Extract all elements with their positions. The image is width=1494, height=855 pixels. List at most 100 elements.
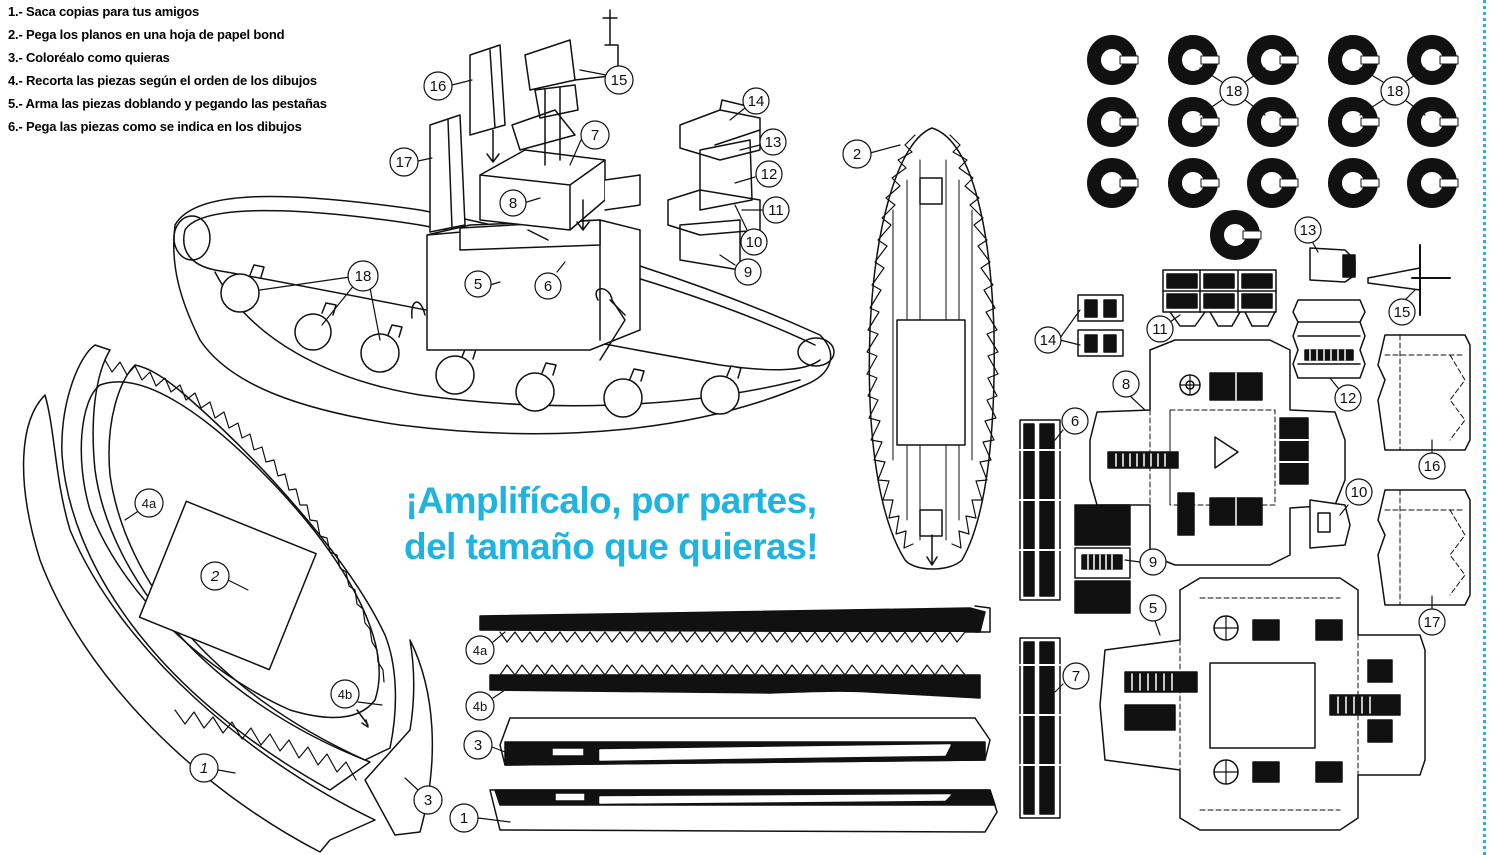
funnel-17: [429, 114, 466, 233]
instructions-list: 1.- Saca copias para tus amigos 2.- Pega…: [8, 0, 327, 138]
cabin-piece-17: [1377, 489, 1471, 606]
upper-cabin: [479, 149, 606, 231]
assembled-boat-drawing: [172, 9, 835, 435]
assembly-label-9: 9: [719, 254, 762, 286]
hull-tyre: [435, 355, 475, 395]
label-text: 7: [1072, 668, 1080, 685]
hull-deck-panel: [138, 500, 317, 671]
hull-deck-inner: [80, 381, 380, 719]
tyre-piece: [1168, 97, 1220, 147]
label-text: 4a: [142, 496, 157, 511]
label-text: 15: [611, 72, 628, 89]
assembly-label-15: 15: [579, 65, 634, 95]
strip-label-4b: 4b: [465, 689, 506, 721]
assembly-label-18: 18: [259, 260, 381, 341]
label-text: 4b: [473, 699, 487, 714]
label-text: 7: [591, 127, 599, 144]
hull-label-4a: 4a: [124, 488, 164, 521]
label-text: 12: [761, 166, 778, 183]
instruction-4: 4.- Recorta las piezas según el orden de…: [8, 73, 317, 88]
assembly-label-12: 12: [734, 160, 783, 188]
label-text: 14: [748, 93, 765, 110]
instruction-5: 5.- Arma las piezas doblando y pegando l…: [8, 96, 327, 111]
hull-tyre: [294, 313, 332, 351]
hull-tyre: [360, 333, 400, 373]
cabin-piece-7: [1019, 637, 1061, 819]
label-text: 8: [509, 195, 517, 212]
strip-4a: [479, 605, 991, 643]
label-text: 14: [1040, 332, 1057, 349]
cabin-piece-13: [1309, 247, 1356, 283]
boat-deck-line: [214, 271, 801, 407]
label-text: 8: [1122, 376, 1130, 393]
label-text: 9: [744, 264, 752, 281]
sheet-label-12: 12: [1329, 377, 1362, 412]
tyre-label-18-left: 18: [1199, 67, 1266, 116]
hull-label-3: 3: [404, 777, 443, 815]
cabin-piece-10: [1309, 499, 1351, 549]
tyre-piece: [1087, 97, 1139, 147]
hull-label-2: 2: [200, 561, 249, 591]
hull-zigzag: [104, 359, 385, 683]
tyre-label-18-right: 18: [1359, 67, 1426, 116]
label-text: 18: [355, 268, 372, 285]
tyre-piece: [1407, 35, 1459, 85]
hull-base-drawing: [22, 344, 434, 853]
sheet-label-6: 6: [1054, 407, 1089, 441]
label-text: 16: [430, 78, 447, 95]
label-text: 18: [1226, 83, 1243, 100]
label-text: 1: [460, 810, 468, 827]
label-text: 10: [746, 234, 763, 251]
sheet-label-15: 15: [1388, 289, 1416, 326]
slogan-line-2: del tamaño que quieras!: [404, 526, 819, 567]
sheet-label-7: 7: [1054, 662, 1090, 693]
tyre-piece: [1087, 158, 1139, 208]
stern-fender: [797, 337, 835, 367]
cabin-piece-11: [1162, 269, 1277, 327]
assembly-label-8: 8: [499, 189, 541, 217]
assembly-label-10: 10: [734, 204, 768, 256]
hull-ring-4a: [61, 344, 371, 791]
label-text: 13: [765, 134, 782, 151]
tower-stack: [667, 109, 761, 271]
label-text: 3: [474, 737, 482, 754]
label-text: 3: [424, 792, 432, 809]
assembly-label-11: 11: [741, 196, 790, 224]
strip-label-1: 1: [449, 803, 511, 833]
label-text: 2: [210, 568, 220, 585]
hull-outer-piece-1: [22, 394, 376, 853]
tyre-piece: [1328, 35, 1380, 85]
slogan-line-1: ¡Amplifícalo, por partes,: [405, 480, 818, 521]
tyre-piece: [1247, 35, 1299, 85]
sheet-label-13: 13: [1294, 216, 1322, 253]
instruction-3: 3.- Coloréalo como quieras: [8, 50, 170, 65]
tyre-piece: [1087, 35, 1139, 85]
mast-piece-15: [1367, 244, 1451, 316]
cabin-piece-6: [1019, 419, 1061, 601]
sheet-label-14: 14: [1034, 309, 1081, 354]
label-text: 10: [1351, 484, 1368, 501]
instruction-2: 2.- Pega los planos en una hoja de papel…: [8, 27, 285, 42]
cabin-piece-16: [1377, 334, 1471, 451]
label-text: 17: [1424, 614, 1441, 631]
tyre-pieces: [1087, 35, 1459, 260]
hull-label-4b: 4b: [330, 679, 383, 709]
label-text: 17: [396, 154, 413, 171]
hull-tyre: [603, 378, 643, 418]
strip-1: [489, 789, 998, 833]
label-text: 9: [1149, 554, 1157, 571]
strip-3: [499, 717, 991, 766]
tyre-piece: [1328, 158, 1380, 208]
label-text: 12: [1340, 390, 1357, 407]
instruction-1: 1.- Saca copias para tus amigos: [8, 4, 200, 19]
assembly-label-13: 13: [739, 128, 787, 156]
label-text: 6: [1071, 413, 1079, 430]
tyre-piece: [1210, 210, 1262, 260]
tyre-piece: [1328, 97, 1380, 147]
bow-fender: [173, 215, 211, 261]
hull-ring-4b: [108, 364, 397, 761]
assembly-label-14: 14: [729, 87, 770, 121]
label-text: 5: [1149, 600, 1157, 617]
hull-label-1: 1: [189, 753, 236, 783]
